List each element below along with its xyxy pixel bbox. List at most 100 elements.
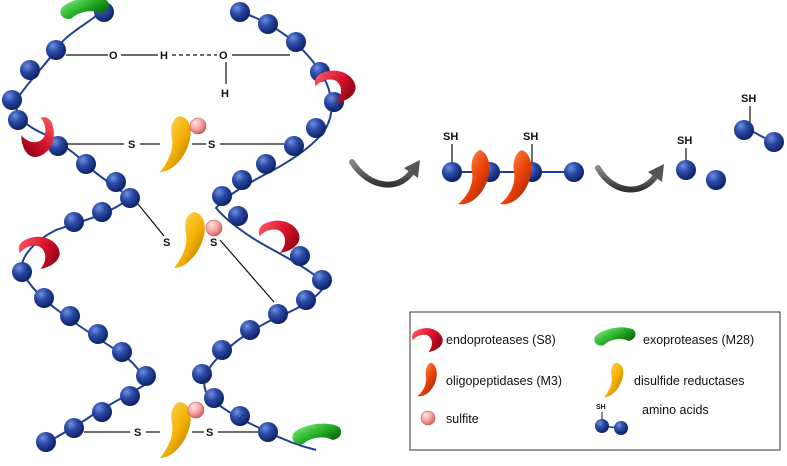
amino-acid-icon <box>614 421 628 435</box>
sulfite-molecule <box>205 219 223 237</box>
amino-acid-bead <box>212 186 232 206</box>
amino-acid-bead <box>564 162 584 182</box>
amino-acid-bead <box>230 2 250 22</box>
amino-acid-bead <box>46 40 66 60</box>
left-strand-beads <box>2 2 156 452</box>
oxygen-atom-label: O <box>109 50 118 62</box>
legend-box <box>409 311 781 451</box>
disulfide-bond: S S <box>66 139 284 151</box>
amino-acid-bead <box>120 386 140 406</box>
legend-label: endoproteases (S8) <box>446 333 556 347</box>
amino-acid-bead <box>34 288 54 308</box>
amino-acid-bead <box>12 262 32 282</box>
amino-acid-bead <box>676 160 696 180</box>
sulfur-atom-label: S <box>134 427 141 439</box>
amino-acid-bead <box>258 14 278 34</box>
disulfide-reductase-icon <box>604 362 624 398</box>
legend-item-endoproteases: endoproteases (S8) <box>412 328 556 353</box>
amino-acid-bead <box>268 304 288 324</box>
amino-acid-bead <box>112 342 132 362</box>
legend-item-oligopeptidases: oligopeptidases (M3) <box>417 362 562 397</box>
legend: endoproteases (S8) exoproteases (M28) ol… <box>409 311 781 451</box>
oligopeptidase-enzyme <box>500 150 532 205</box>
amino-acid-bead <box>92 402 112 422</box>
amino-acid-bead <box>290 246 310 266</box>
amino-acid-bead <box>92 202 112 222</box>
amino-acid-bead <box>442 162 462 182</box>
right-strand-beads <box>192 2 344 442</box>
legend-item-exoproteases: exoproteases (M28) <box>594 327 754 347</box>
sulfite-molecule <box>189 117 207 135</box>
amino-acid-bead <box>324 92 344 112</box>
exoprotease-enzyme <box>292 423 342 445</box>
amino-acid-bead <box>48 136 68 156</box>
sulfur-atom-label: S <box>210 237 217 249</box>
sulfur-atom-label: S <box>163 237 170 249</box>
legend-label: amino acids <box>642 403 709 417</box>
exoprotease-icon <box>594 327 636 346</box>
amino-acid-bead <box>36 432 56 452</box>
amino-acid-bead <box>296 290 316 310</box>
amino-acid-bead <box>60 306 80 326</box>
amino-acid-bead <box>88 324 108 344</box>
sulfur-atom-label: S <box>206 427 213 439</box>
amino-acid-bead <box>232 170 252 190</box>
amino-acid-bead <box>230 406 250 426</box>
amino-acid-bead <box>2 90 22 110</box>
sulfite-icon <box>420 410 436 426</box>
legend-label: sulfite <box>446 412 479 426</box>
oligopeptidase-icon <box>417 362 437 397</box>
amino-acid-bead <box>20 60 40 80</box>
amino-acid-bead <box>106 172 126 192</box>
amino-acid-bead <box>64 212 84 232</box>
disulfide-reductase-enzyme <box>160 116 191 172</box>
legend-item-disulfide-reductases: disulfide reductases <box>604 362 744 398</box>
hydrogen-atom-label: H <box>221 88 229 100</box>
endoprotease-icon <box>412 328 443 353</box>
thiol-group-label: SH <box>523 131 538 143</box>
thiol-group-label: SH <box>596 404 606 411</box>
amino-acid-bead <box>258 422 278 442</box>
sulfite-molecule <box>187 401 205 419</box>
amino-acid-bead <box>8 110 28 130</box>
amino-acid-bead <box>706 170 726 190</box>
amino-acid-bead <box>240 320 260 340</box>
sulfur-atom-label: S <box>128 139 135 151</box>
amino-acid-bead <box>256 154 276 174</box>
oligopeptidase-enzyme <box>458 150 490 205</box>
free-amino-acids: SH SH <box>676 93 784 190</box>
thiol-group-label: SH <box>443 131 458 143</box>
oligopeptide-fragment: SH SH <box>442 131 584 205</box>
amino-acid-bead <box>192 364 212 384</box>
disulfide-bond: S S <box>137 203 275 303</box>
legend-label: disulfide reductases <box>634 374 744 388</box>
amino-acid-bead <box>312 270 332 290</box>
hydrogen-atom-label: H <box>160 50 168 62</box>
endoprotease-enzyme <box>18 236 60 269</box>
amino-acid-bead <box>286 32 306 52</box>
amino-acid-bead <box>64 418 84 438</box>
legend-item-sulfite: sulfite <box>420 410 479 426</box>
sulfur-atom-label: S <box>208 139 215 151</box>
amino-acid-bead <box>204 388 224 408</box>
amino-acid-bead <box>734 120 754 140</box>
disulfide-reductase-enzyme <box>160 402 191 458</box>
endoprotease-enzyme <box>258 220 300 253</box>
amino-acid-bead <box>120 188 140 208</box>
hydrogen-bond: O H O H <box>66 50 290 100</box>
amino-acid-bead <box>764 132 784 152</box>
process-arrow-icon <box>349 159 420 188</box>
exoprotease-enzyme <box>60 0 109 19</box>
thiol-group-label: SH <box>677 135 692 147</box>
amino-acid-bead <box>228 206 248 226</box>
legend-label: exoproteases (M28) <box>643 333 754 347</box>
oxygen-atom-label: O <box>219 50 228 62</box>
legend-item-amino-acids: SH amino acids <box>595 403 709 435</box>
amino-acid-bead <box>76 154 96 174</box>
amino-acid-bead <box>306 118 326 138</box>
amino-acid-icon <box>595 419 609 433</box>
amino-acid-bead <box>136 366 156 386</box>
process-arrow-icon <box>595 164 664 193</box>
amino-acid-bead <box>284 136 304 156</box>
